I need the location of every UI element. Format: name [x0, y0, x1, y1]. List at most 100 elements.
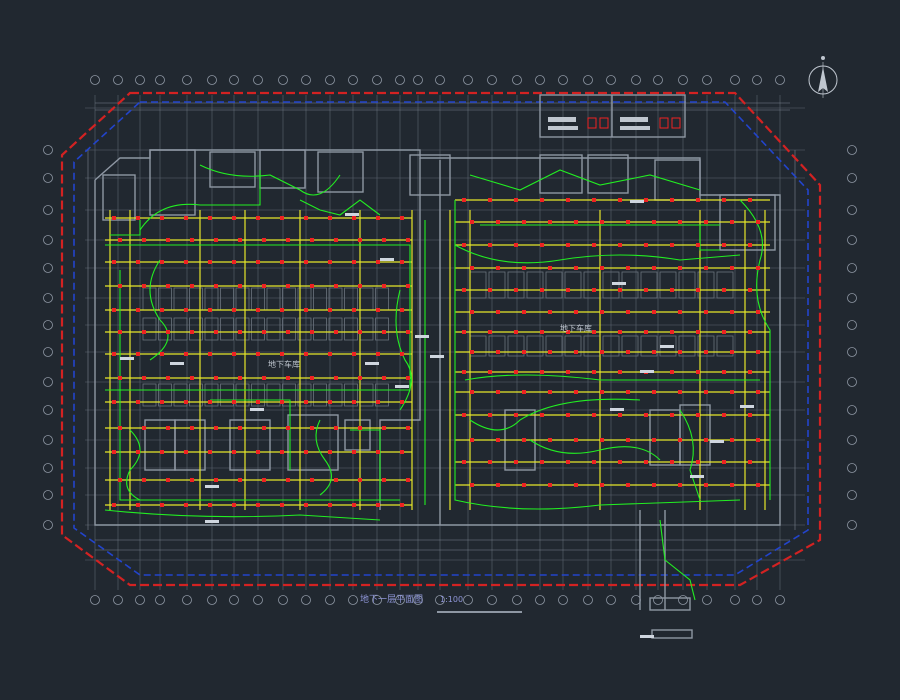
light-fixture [184, 352, 188, 356]
light-fixture [142, 330, 146, 334]
parking-stall [344, 317, 358, 341]
parking-stall [375, 287, 389, 311]
light-fixture [652, 390, 656, 394]
light-fixture [670, 198, 674, 202]
light-fixture [112, 503, 116, 507]
circuit-tag [640, 635, 654, 638]
parking-stall [173, 287, 188, 311]
light-fixture [618, 288, 622, 292]
axis-bubble [43, 263, 53, 273]
axis-bubble [847, 235, 857, 245]
parking-stall [375, 317, 389, 341]
parking-stall [507, 335, 525, 357]
parking-stall [251, 383, 265, 407]
axis-bubble [653, 75, 663, 85]
light-fixture [470, 220, 474, 224]
light-fixture [256, 216, 260, 220]
axis-bubble [90, 75, 100, 85]
light-fixture [166, 238, 170, 242]
light-fixture [548, 438, 552, 442]
axis-bubble [847, 205, 857, 215]
light-fixture [626, 438, 630, 442]
light-fixture [280, 503, 284, 507]
light-fixture [232, 216, 236, 220]
parking-stall [545, 271, 563, 299]
axis-bubble [606, 75, 616, 85]
light-fixture [566, 460, 570, 464]
light-fixture [496, 350, 500, 354]
parking-stall [204, 317, 219, 341]
wiring-run [464, 374, 760, 381]
light-fixture [652, 310, 656, 314]
circuit-tag [690, 475, 704, 478]
light-fixture [214, 478, 218, 482]
parking-stall [158, 287, 172, 311]
light-fixture [352, 352, 356, 356]
axis-bubble [730, 595, 740, 605]
axis-bubble [678, 75, 688, 85]
light-fixture [352, 503, 356, 507]
parking-stall [697, 271, 715, 299]
light-fixture [566, 198, 570, 202]
circuit-tag [365, 362, 379, 365]
panel-symbols [587, 117, 681, 129]
light-fixture [522, 438, 526, 442]
light-fixture [238, 284, 242, 288]
light-fixture [462, 413, 466, 417]
light-fixture [280, 352, 284, 356]
light-fixture [592, 370, 596, 374]
axis-bubble [558, 75, 568, 85]
light-fixture [626, 310, 630, 314]
axis-bubble [702, 595, 712, 605]
light-fixture [540, 243, 544, 247]
axis-bubble [155, 595, 165, 605]
light-fixture [376, 308, 380, 312]
parking-stall [189, 383, 203, 407]
light-fixture [286, 376, 290, 380]
light-fixture [574, 350, 578, 354]
parking-stall [204, 383, 219, 407]
light-fixture [600, 266, 604, 270]
light-fixture [328, 308, 332, 312]
parking-stall [602, 335, 620, 357]
light-fixture [118, 376, 122, 380]
light-fixture [496, 310, 500, 314]
property-boundary-red [60, 91, 822, 587]
light-fixture [190, 478, 194, 482]
building-walls [94, 94, 781, 639]
light-fixture [540, 198, 544, 202]
parking-stall [142, 383, 157, 407]
parking-stall [328, 317, 343, 341]
light-fixture [262, 238, 266, 242]
light-fixture [574, 438, 578, 442]
light-fixture [696, 288, 700, 292]
light-fixture [160, 260, 164, 264]
light-fixture [112, 400, 116, 404]
light-fixture [280, 450, 284, 454]
light-fixture [358, 330, 362, 334]
light-fixture [160, 352, 164, 356]
axis-bubble [847, 490, 857, 500]
axis-bubble [253, 595, 263, 605]
light-fixture [256, 352, 260, 356]
light-fixture [358, 478, 362, 482]
wiring-run [739, 199, 771, 500]
parking-stalls [142, 271, 734, 407]
light-fixture [756, 266, 760, 270]
light-fixture [652, 266, 656, 270]
light-fixture [730, 350, 734, 354]
light-fixture [704, 310, 708, 314]
axis-bubble [847, 347, 857, 357]
light-fixture [208, 352, 212, 356]
parking-stall [297, 383, 312, 407]
light-fixture [748, 460, 752, 464]
light-fixture [190, 376, 194, 380]
axis-bubble [113, 595, 123, 605]
wiring-run [529, 439, 661, 461]
light-fixture [756, 483, 760, 487]
light-fixture [334, 478, 338, 482]
light-fixture [352, 216, 356, 220]
parking-stall [328, 383, 343, 407]
axis-bubble [395, 595, 405, 605]
light-fixture [214, 376, 218, 380]
